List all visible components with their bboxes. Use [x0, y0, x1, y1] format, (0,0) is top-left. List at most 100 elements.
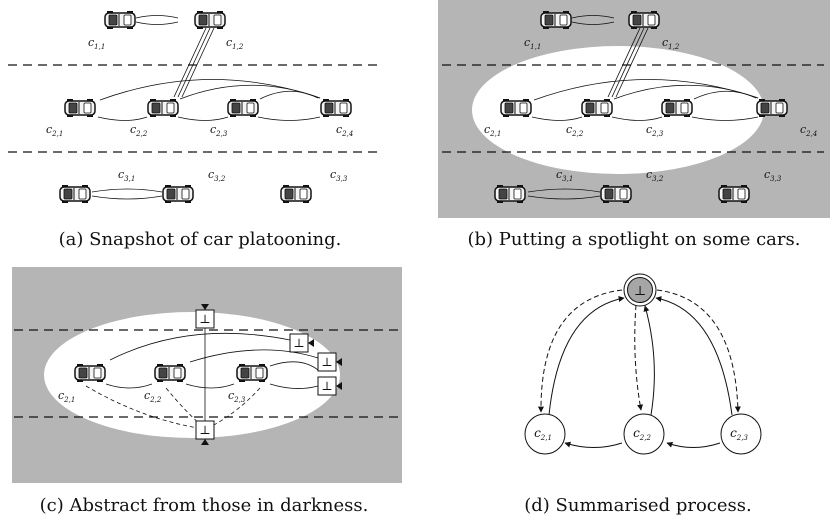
car-label: c2,3	[210, 123, 228, 138]
panel-b: c1,1 c1,2 c2,1 c2,2 c2,3 c2,4 c3,1 c3,2 …	[438, 0, 830, 250]
car-label: c1,2	[662, 36, 680, 51]
car-icon	[600, 184, 632, 204]
car-label: c2,1	[484, 123, 501, 138]
car-icon	[236, 363, 268, 383]
svg-text:c2,2: c2,2	[633, 426, 651, 442]
car-icon	[104, 10, 136, 30]
car-label: c3,1	[118, 168, 135, 183]
link	[173, 27, 207, 98]
link	[91, 188, 163, 193]
bottom-box: ⊥	[195, 304, 215, 329]
car-icon	[147, 98, 179, 118]
edge	[666, 441, 721, 448]
link	[693, 90, 757, 100]
spotlight	[472, 46, 764, 174]
car-label: c3,1	[556, 168, 573, 183]
process-node: c2,1	[524, 413, 566, 455]
svg-text:⊥: ⊥	[199, 423, 210, 437]
svg-text:⊥: ⊥	[321, 355, 332, 369]
svg-text:⊥: ⊥	[321, 379, 332, 393]
car-label: c2,2	[130, 123, 148, 138]
svg-text:c2,1: c2,1	[534, 426, 552, 442]
car-label: c1,1	[524, 36, 541, 51]
car-icon	[59, 184, 91, 204]
edge	[564, 441, 623, 448]
car-icon	[494, 184, 526, 204]
car-label: c1,2	[226, 36, 244, 51]
car-icon	[718, 184, 750, 204]
car-label: c2,3	[228, 389, 246, 404]
link	[269, 361, 319, 371]
car-label: c3,2	[208, 168, 226, 183]
svg-text:⊥: ⊥	[634, 284, 646, 299]
car-label: c2,4	[800, 123, 817, 138]
link	[611, 27, 645, 98]
caption: (d) Summarised process.	[524, 495, 751, 516]
car-icon	[162, 184, 194, 204]
link	[181, 27, 215, 98]
car-icon	[756, 98, 788, 118]
bottom-box: ⊥	[317, 352, 342, 372]
car-icon	[194, 10, 226, 30]
car-icon	[64, 98, 96, 118]
process-node: c2,2	[623, 413, 665, 455]
caption: (c) Abstract from those in darkness.	[40, 495, 369, 516]
center-node: ⊥	[623, 273, 657, 307]
link	[177, 27, 211, 98]
link	[105, 383, 153, 389]
link	[607, 27, 641, 98]
link	[527, 188, 601, 193]
link	[85, 385, 199, 429]
panel-a: c1,1 c1,2 c2,1 c2,2 c2,3 c2,4 c3,1 c3,2 …	[8, 10, 382, 250]
caption: (b) Putting a spotlight on some cars.	[468, 229, 801, 250]
car-icon	[581, 98, 613, 118]
edge	[643, 305, 655, 416]
edge	[548, 296, 625, 416]
link	[109, 332, 291, 361]
bottom-box: ⊥	[289, 333, 314, 353]
car-icon	[500, 98, 532, 118]
link	[91, 195, 163, 200]
edge-dashed	[634, 304, 643, 411]
car-label: c3,3	[330, 168, 348, 183]
link	[259, 90, 319, 100]
car-icon	[320, 98, 352, 118]
bottom-box: ⊥	[195, 420, 215, 445]
car-icon	[154, 363, 186, 383]
link	[269, 383, 319, 389]
panel-d: ⊥ c2,1 c2,2 c2,3 (d) Summarised process.	[524, 273, 762, 516]
bottom-box: ⊥	[317, 376, 342, 396]
link	[691, 116, 759, 121]
car-icon	[661, 98, 693, 118]
car-icon	[628, 10, 660, 30]
car-label: c2,1	[58, 389, 75, 404]
caption: (a) Snapshot of car platooning.	[59, 229, 342, 250]
link	[135, 21, 179, 25]
link	[189, 349, 319, 363]
edge	[655, 296, 733, 416]
car-label: c2,2	[566, 123, 584, 138]
link	[611, 116, 663, 121]
link	[571, 21, 615, 25]
car-icon	[280, 184, 312, 204]
car-label: c3,2	[646, 168, 664, 183]
edge-dashed	[656, 289, 741, 413]
car-icon	[227, 98, 259, 118]
link	[257, 116, 321, 121]
link	[185, 383, 235, 389]
car-label: c2,3	[646, 123, 664, 138]
car-label: c3,3	[764, 168, 782, 183]
car-label: c2,2	[144, 389, 162, 404]
link	[531, 116, 583, 121]
link	[211, 387, 261, 427]
link	[615, 27, 649, 98]
svg-text:⊥: ⊥	[293, 336, 304, 350]
link	[97, 116, 148, 121]
spotlight	[44, 312, 340, 438]
car-icon	[74, 363, 106, 383]
car-label: c2,4	[336, 123, 353, 138]
link	[135, 15, 179, 19]
link	[177, 116, 229, 121]
svg-text:⊥: ⊥	[199, 312, 210, 326]
